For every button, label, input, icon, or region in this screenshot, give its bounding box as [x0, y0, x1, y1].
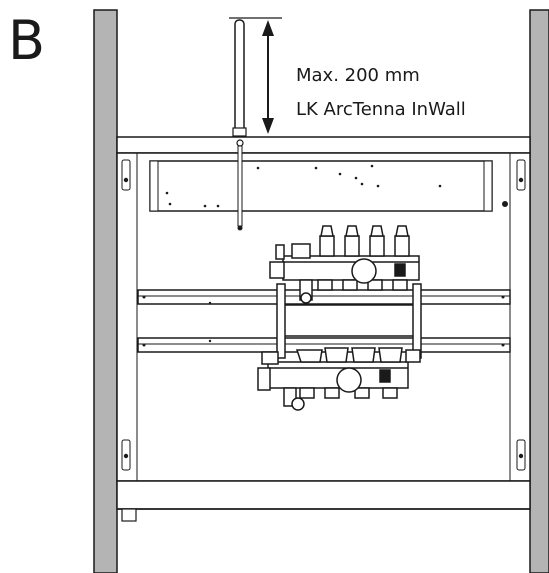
rail-upper — [137, 289, 511, 305]
cover-plate-tab-right — [483, 160, 493, 212]
cabinet-top-band — [116, 136, 531, 154]
max-length-annotation: Max. 200 mm — [296, 65, 420, 86]
manifold-bracket — [276, 283, 422, 359]
mounting-holes — [123, 177, 524, 459]
manifold-upper — [269, 225, 420, 304]
dimension-arrow-up — [262, 20, 274, 36]
antenna-connector — [236, 139, 244, 147]
cover-plate-holes — [165, 164, 508, 208]
cover-plate-tab-left — [149, 160, 159, 212]
right-wall-post — [529, 9, 549, 573]
antenna-base — [232, 127, 247, 137]
antenna-cable-end — [237, 225, 243, 231]
antenna-body — [234, 19, 245, 133]
cabinet-base — [116, 480, 531, 510]
rail-lower — [137, 337, 511, 353]
manifold-lower — [257, 347, 421, 411]
side-slots — [121, 159, 526, 471]
cabinet-foot — [121, 508, 137, 522]
antenna-product-name: LK ArcTenna InWall — [296, 99, 466, 120]
panel-label: B — [8, 9, 46, 72]
left-wall-post — [93, 9, 118, 573]
dimension-arrow-down — [262, 118, 274, 134]
antenna-cable — [237, 145, 243, 227]
